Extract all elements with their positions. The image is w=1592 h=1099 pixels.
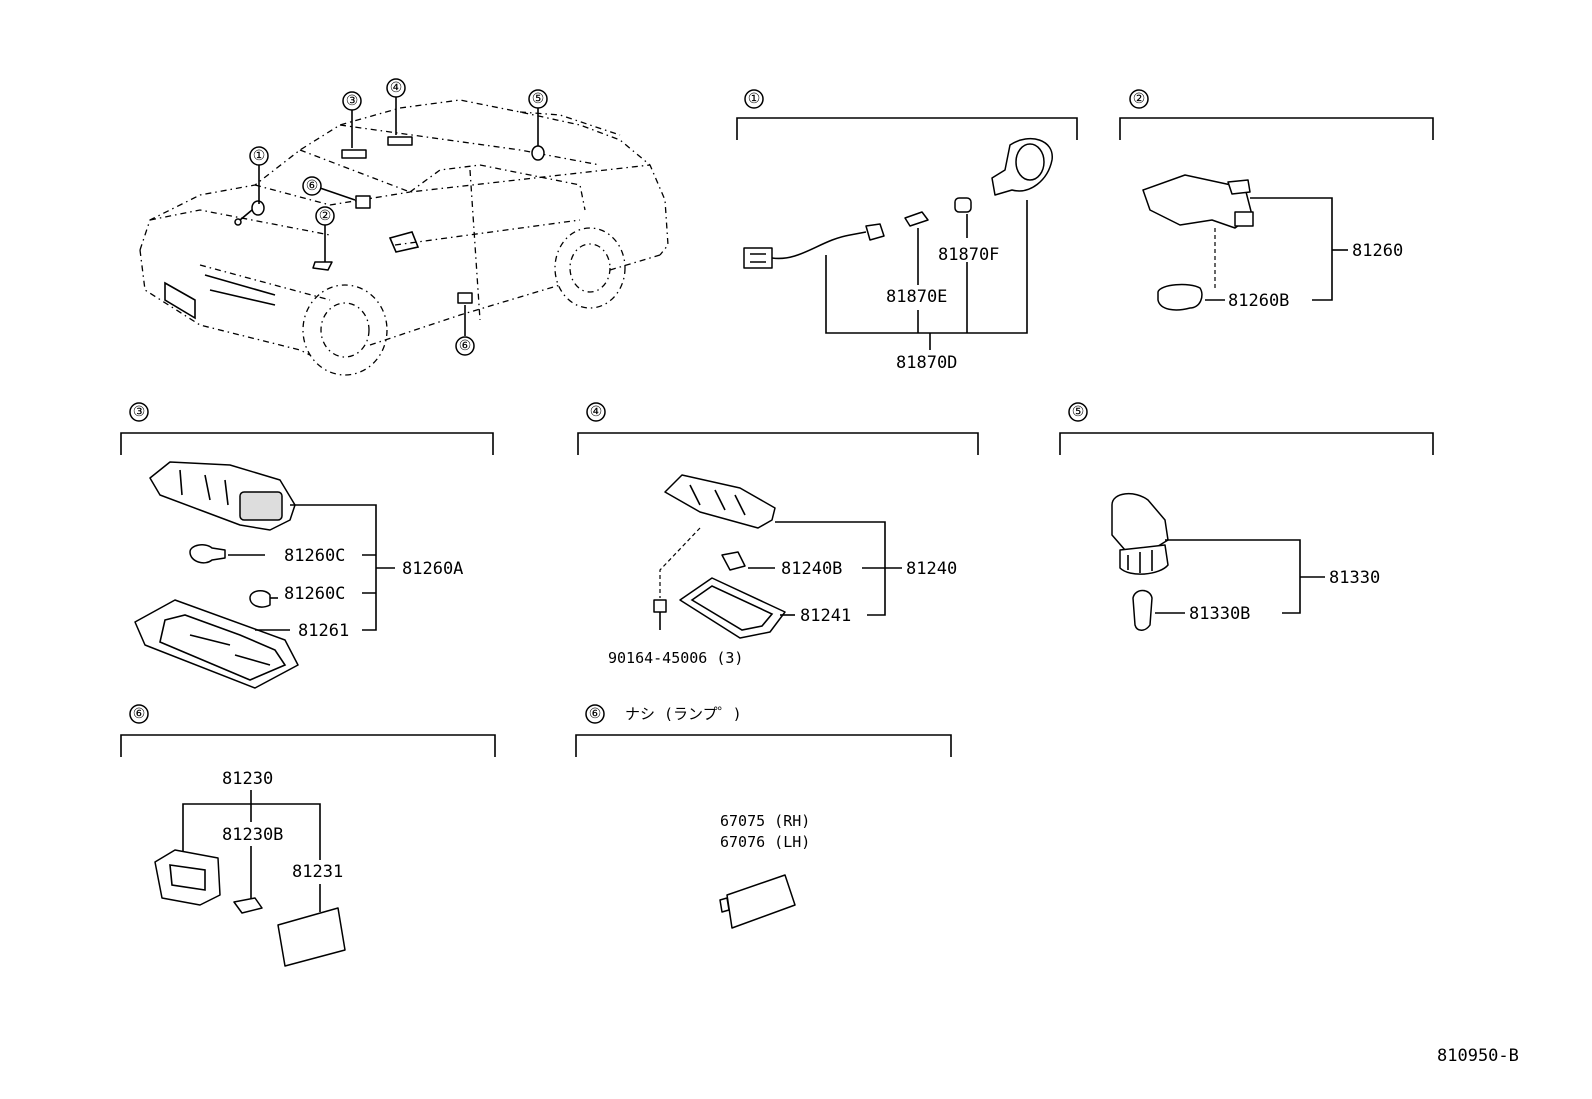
label-81230: 81230 xyxy=(222,769,273,789)
section-4-bracket xyxy=(577,432,979,455)
section-3: ③ 81260C 81260C 81261 81260A xyxy=(120,402,494,689)
svg-text:②: ② xyxy=(1133,91,1146,107)
section-5: ⑤ 81330 81330B xyxy=(1059,402,1434,631)
svg-text:⑥: ⑥ xyxy=(459,338,472,354)
bulb-81230b-shape xyxy=(233,897,263,914)
section-5-bracket xyxy=(1059,432,1434,455)
section-6b-note: ナシ (ランプ゜) xyxy=(625,705,742,723)
bulb-81330b-shape xyxy=(1132,589,1153,631)
car-marker-2: ② xyxy=(315,206,335,226)
section-6a-bracket xyxy=(120,734,496,757)
section-3-bracket xyxy=(120,432,494,455)
label-81330: 81330 xyxy=(1329,568,1380,588)
svg-text:④: ④ xyxy=(590,404,603,420)
label-90164-45006: 90164-45006 (3) xyxy=(608,649,743,667)
label-67075-rh: 67075 (RH) xyxy=(720,812,810,830)
section-6b: ⑥ ナシ (ランプ゜) 67075 (RH) 67076 (LH) xyxy=(575,704,952,929)
car-marker-5: ⑤ xyxy=(528,89,548,109)
svg-text:⑥: ⑥ xyxy=(133,706,146,722)
lens-81261-shape xyxy=(134,599,299,689)
car-overview: ① ③ ④ ⑤ ⑥ ② ⑥ xyxy=(139,78,669,376)
diagram-id: 810950-B xyxy=(1437,1046,1519,1066)
svg-text:④: ④ xyxy=(390,80,403,96)
screw-shape xyxy=(653,599,667,613)
svg-text:③: ③ xyxy=(133,404,146,420)
svg-text:②: ② xyxy=(319,208,332,224)
section-4: ④ 81240B 81240 81241 90164-45006 (3) xyxy=(577,402,979,667)
section-6b-marker: ⑥ xyxy=(585,704,605,724)
lamp-81330-shape xyxy=(1111,493,1169,551)
svg-text:⑥: ⑥ xyxy=(306,178,319,194)
car-marker-6b: ⑥ xyxy=(455,336,475,356)
car-marker-1: ① xyxy=(249,146,269,166)
section-3-marker: ③ xyxy=(129,402,149,422)
section-1-bracket xyxy=(736,117,1078,140)
section-6a: ⑥ 81230 81230B 81231 xyxy=(120,704,496,967)
label-81330b: 81330B xyxy=(1189,604,1250,624)
svg-text:⑤: ⑤ xyxy=(532,91,545,107)
label-81870e: 81870E xyxy=(886,287,947,307)
lens-81241-shape xyxy=(679,577,786,639)
section-2-bracket xyxy=(1119,117,1434,140)
label-81231: 81231 xyxy=(292,862,343,882)
lamp-4-location xyxy=(387,136,413,146)
lamp-81260-shape xyxy=(1142,174,1253,229)
section-1-marker: ① xyxy=(744,89,764,109)
svg-text:⑤: ⑤ xyxy=(1072,404,1085,420)
lens-81231-shape xyxy=(277,907,346,967)
car-marker-6: ⑥ xyxy=(302,176,322,196)
car-marker-4: ④ xyxy=(386,78,406,98)
bulb-81870e-shape xyxy=(904,211,929,227)
label-81870d: 81870D xyxy=(896,353,957,373)
lamp-3-location xyxy=(341,149,367,159)
connector xyxy=(743,247,773,269)
section-2-marker: ② xyxy=(1129,89,1149,109)
section-4-marker: ④ xyxy=(586,402,606,422)
label-81230b: 81230B xyxy=(222,825,283,845)
label-81260c-a: 81260C xyxy=(284,546,345,566)
bulb-81240b-shape xyxy=(721,551,746,571)
lens-67075-shape xyxy=(726,874,796,929)
svg-text:①: ① xyxy=(748,91,761,107)
label-81260a: 81260A xyxy=(402,559,463,579)
car-marker-3: ③ xyxy=(342,91,362,111)
bulb-81260c-b-shape xyxy=(249,590,271,608)
label-81241: 81241 xyxy=(800,606,851,626)
label-81261: 81261 xyxy=(298,621,349,641)
svg-text:①: ① xyxy=(253,148,266,164)
section-1: ① 81870F 81870E 81870D xyxy=(736,89,1078,373)
label-81260c-b: 81260C xyxy=(284,584,345,604)
bulb-81260b-shape xyxy=(1157,283,1203,311)
label-81240b: 81240B xyxy=(781,559,842,579)
lamp-2-location xyxy=(312,261,333,271)
label-81870f: 81870F xyxy=(938,245,999,265)
section-2: ② 81260 81260B xyxy=(1119,89,1434,311)
label-81260: 81260 xyxy=(1352,241,1403,261)
bulb-81260c-a-shape xyxy=(189,544,226,564)
lamp-6-location xyxy=(355,195,371,209)
svg-text:⑥: ⑥ xyxy=(589,706,602,722)
label-81240: 81240 xyxy=(906,559,957,579)
section-6b-bracket xyxy=(575,734,952,757)
lamp-81230-shape xyxy=(154,849,221,906)
label-67076-lh: 67076 (LH) xyxy=(720,833,810,851)
lamp-5-location xyxy=(531,145,545,161)
section-6a-marker: ⑥ xyxy=(129,704,149,724)
section-5-marker: ⑤ xyxy=(1068,402,1088,422)
lamp-6b-location xyxy=(457,292,473,304)
svg-text:③: ③ xyxy=(346,93,359,109)
socket-81870f-shape xyxy=(954,197,972,213)
lamp-1-location xyxy=(251,200,265,216)
label-81260b: 81260B xyxy=(1228,291,1289,311)
